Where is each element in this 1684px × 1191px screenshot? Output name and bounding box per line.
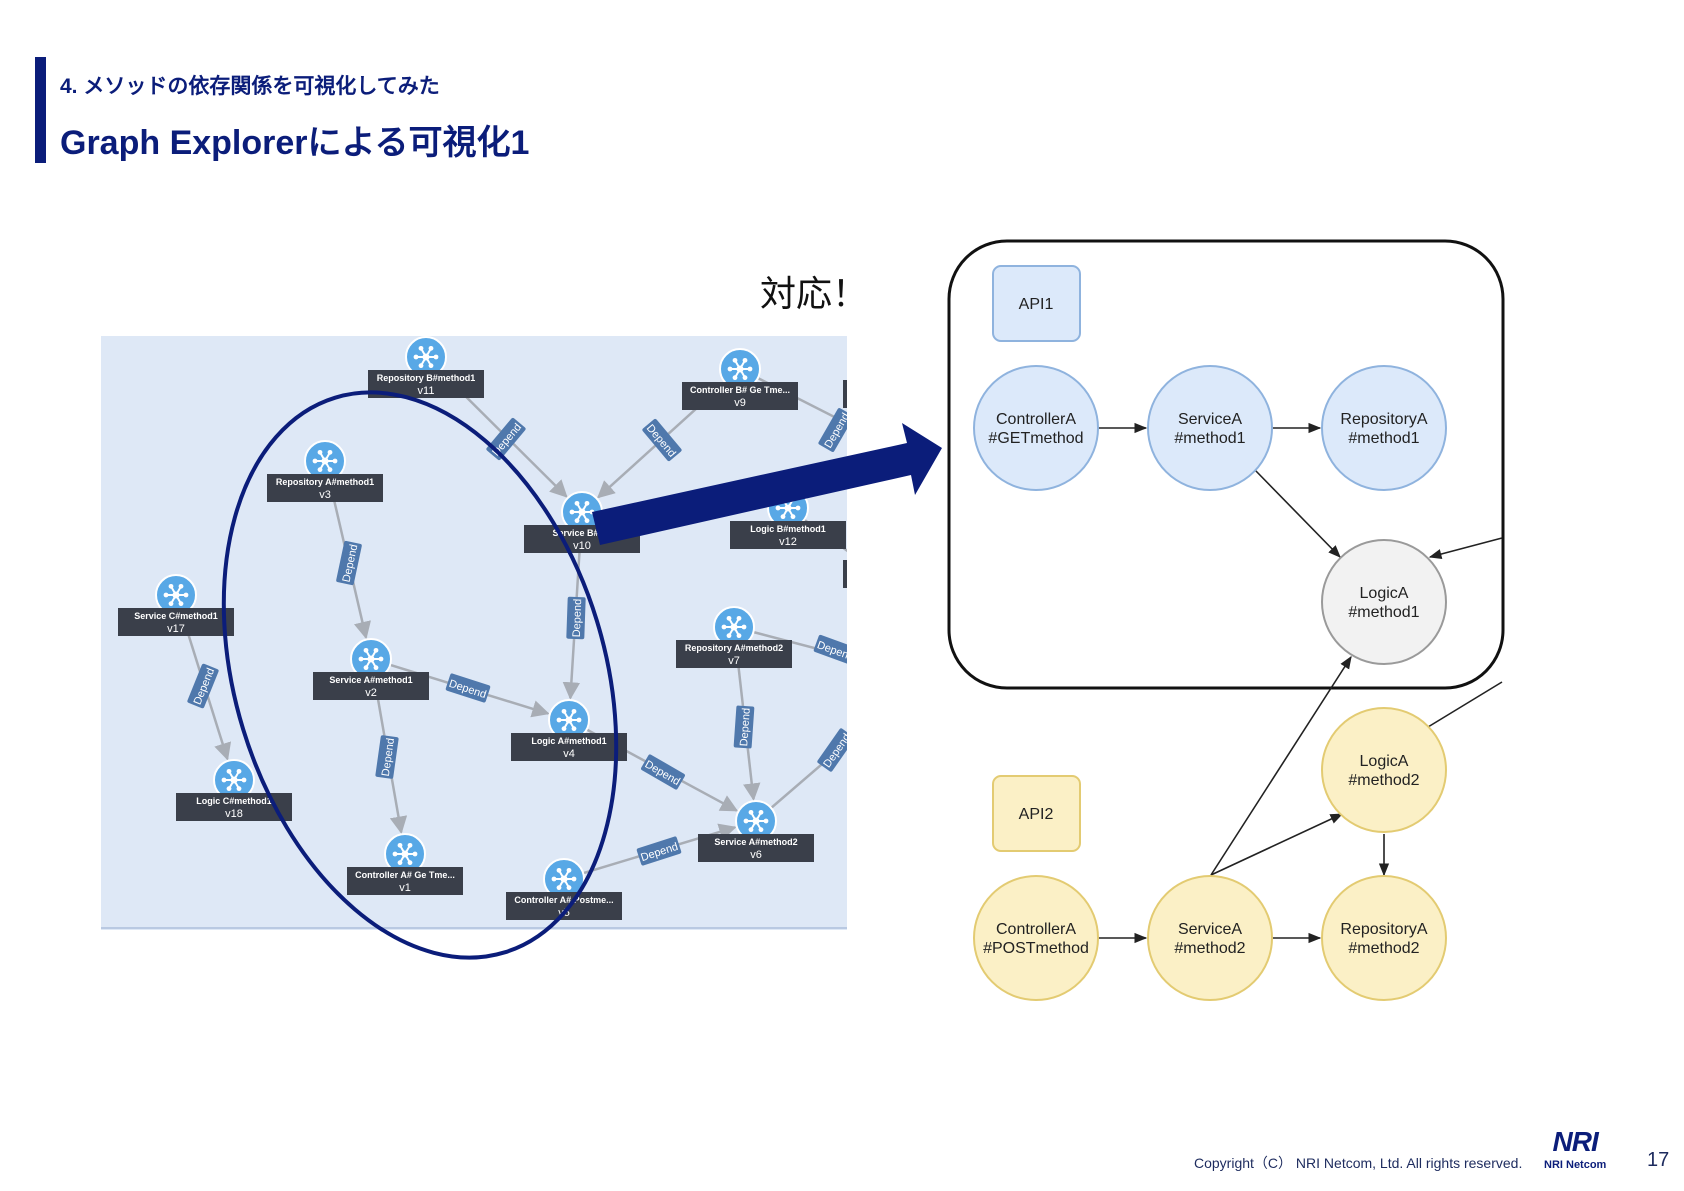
node-label-box [511,733,627,761]
node-id: v1 [399,882,411,894]
diagram-node: ControllerA #POSTmethod [973,875,1099,1001]
explorer-node-v9[interactable]: Controller B# Ge Tme... v9 [682,348,798,410]
explorer-node-v17[interactable]: Service C#method1 v17 [118,574,234,636]
diagram-node-line1: LogicA [1360,585,1409,602]
depend-label: Depend [571,599,584,638]
logo-text: NRI Netcom [1544,1159,1607,1171]
explorer-node-v7[interactable]: Repository A#method2 v7 [676,606,792,668]
node-label-box [347,867,463,895]
page-title: Graph Explorerによる可視化1 [60,124,530,162]
depend-label: Depend [738,707,753,746]
page-number: 17 [1647,1149,1670,1171]
api2-tag [992,775,1081,852]
diagram-node-line2: #GETmethod [988,430,1083,447]
node-label-box [730,521,846,549]
diagram-node-line2: #method2 [1174,940,1245,957]
node-id: v17 [167,623,185,635]
callout-text: 対応！ [760,274,869,315]
node-id: v4 [563,748,575,760]
diagram-node: LogicA #method2 [1321,707,1447,833]
node-label-box [698,834,814,862]
diagram-node: LogicA #method1 [1321,539,1447,665]
node-id: v18 [225,808,243,820]
diagram-nodes: ControllerA#GETmethodServiceA#method1Rep… [973,365,1447,1001]
diagram-node-line1: ControllerA [996,411,1076,428]
node-id: v3 [319,489,331,501]
diagram-node-line1: ServiceA [1178,921,1242,938]
header-accent-bar [35,57,46,163]
node-name: Logic C#method1 [196,796,272,806]
node-label-box [176,793,292,821]
node-name: Repository A#method2 [685,643,783,653]
diagram-node-line1: RepositoryA [1340,411,1427,428]
diagram-node-line1: ControllerA [996,921,1076,938]
diagram-node: RepositoryA #method2 [1321,875,1447,1001]
diagram-node-line2: #POSTmethod [983,940,1089,957]
node-id: v7 [728,655,740,667]
node-id: v9 [734,397,746,409]
depend-tag: Depend [733,705,755,749]
depend-label: Depend [380,737,397,777]
node-label-box-partial [843,560,847,588]
node-name: Controller A# Postme... [514,895,613,905]
explorer-node-v2[interactable]: Service A#method1 v2 [313,638,429,700]
node-label-box [682,382,798,410]
node-label-box [118,608,234,636]
node-id: v2 [365,687,377,699]
api2-label: API2 [1019,806,1054,823]
explorer-node-v18[interactable]: Logic C#method1 v18 [176,759,292,821]
node-name: Logic B#method1 [750,524,826,534]
nri-logo: NRI NRI Netcom [1544,1126,1607,1172]
node-label-box-partial [843,380,847,408]
diagram-node: ControllerA #GETmethod [973,365,1099,491]
explorer-nodes: Repository B#method1 v11 Controller B# Ge … [118,336,847,920]
copyright: Copyright（C） NRI Netcom, Ltd. All rights… [1194,1155,1523,1171]
node-id: v10 [573,540,591,552]
section-subtitle: 4. メソッドの依存関係を可視化してみた [60,75,440,98]
api1-label: API1 [1019,296,1054,313]
node-name: Controller A# Ge Tme... [355,870,455,880]
node-label-box [313,672,429,700]
node-name: Service C#method1 [134,611,218,621]
diagram-node-line2: #method2 [1348,772,1419,789]
node-label-box [267,474,383,502]
correspondence-arrow [592,423,942,545]
explorer-node-v1[interactable]: Controller A# Ge Tme... v1 [347,833,463,895]
depend-tag: Depend [336,540,362,586]
node-name: Service A#method2 [714,837,797,847]
node-name: Repository A#method1 [276,477,374,487]
node-id: v12 [779,536,797,548]
depend-tag: Depend [566,596,586,640]
diagram-edges [1097,422,1503,944]
diagram-node: ServiceA #method1 [1147,365,1273,491]
diagram-node-line1: LogicA [1360,753,1409,770]
diagram-node-line1: ServiceA [1178,411,1242,428]
highlight-ellipse [221,390,619,960]
explorer-node-v3[interactable]: Repository A#method1 v3 [267,440,383,502]
diagram-node-line2: #method1 [1348,604,1419,621]
logo-mark: NRI [1552,1126,1599,1157]
node-name: Service A#method1 [329,675,412,685]
diagram-node-line2: #method2 [1348,940,1419,957]
explorer-node-v4[interactable]: Logic A#method1 v4 [511,699,627,761]
diagram-node: ServiceA #method2 [1147,875,1273,1001]
depend-tag: Depend [375,735,399,779]
node-name: Service B#me [552,528,611,538]
explorer-node-v6[interactable]: Service A#method2 v6 [698,800,814,862]
diagram-node-line2: #method1 [1348,430,1419,447]
node-id: v11 [418,385,435,397]
diagram-node-line2: #method1 [1174,430,1245,447]
node-name: Repository B#method1 [377,373,476,383]
diagram-node-line1: RepositoryA [1340,921,1427,938]
api1-tag [992,265,1081,342]
diagram-node: RepositoryA #method1 [1321,365,1447,491]
node-name: Logic A#method1 [531,736,606,746]
node-id: v6 [750,849,762,861]
node-label-box [676,640,792,668]
node-name: Controller B# Ge Tme... [690,385,790,395]
